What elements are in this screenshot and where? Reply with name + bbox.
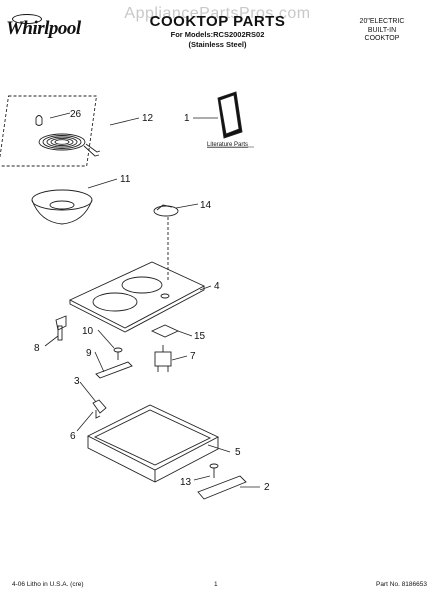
burner-box-icon bbox=[86, 404, 220, 483]
brand-logo-ring-icon bbox=[12, 14, 42, 24]
callout-1: 1 bbox=[184, 113, 190, 124]
callout-6: 6 bbox=[70, 431, 76, 442]
finish-line: (Stainless Steel) bbox=[188, 40, 247, 49]
product-type: 20"ELECTRIC BUILT-IN COOKTOP bbox=[337, 18, 427, 44]
models-line: For Models:RCS2002RS02 bbox=[170, 30, 265, 39]
brand-logo: Whirlpool bbox=[6, 18, 81, 39]
callout-8: 8 bbox=[34, 343, 40, 354]
drip-bowl-icon bbox=[31, 189, 93, 225]
screw-icon bbox=[113, 347, 123, 360]
element-group-box bbox=[0, 95, 98, 167]
callout-10: 10 bbox=[82, 326, 94, 337]
callout-2: 2 bbox=[264, 482, 270, 493]
callout-numbers: 26 12 1 11 14 4 10 15 8 9 7 3 6 5 13 2 L… bbox=[34, 109, 270, 493]
screw-13-icon bbox=[209, 463, 219, 478]
product-type-line-2: BUILT-IN bbox=[367, 26, 397, 34]
callout-9: 9 bbox=[86, 348, 92, 359]
literature-booklet-icon bbox=[217, 91, 243, 139]
callout-12: 12 bbox=[142, 113, 154, 124]
infinite-switch-icon bbox=[154, 345, 172, 372]
leader-lines bbox=[44, 112, 260, 488]
leveling-leg-icon bbox=[55, 315, 67, 341]
callout-4: 4 bbox=[214, 281, 220, 292]
control-knob-icon bbox=[153, 204, 179, 217]
literature-parts-label: Literature Parts bbox=[207, 142, 248, 148]
clip-icon bbox=[92, 399, 107, 419]
bracket-icon bbox=[95, 361, 133, 379]
cooktop-glass-icon bbox=[68, 261, 206, 333]
page-title: COOKTOP PARTS bbox=[149, 13, 286, 30]
surface-element-icon bbox=[38, 133, 101, 157]
callout-7: 7 bbox=[190, 351, 196, 362]
product-type-line-3: COOKTOP bbox=[364, 35, 400, 42]
mounting-bracket-icon bbox=[197, 475, 247, 500]
callout-5: 5 bbox=[235, 447, 241, 458]
callout-26: 26 bbox=[70, 109, 82, 120]
terminal-block-icon bbox=[150, 324, 180, 338]
watermark-text: AppliancePartsPros.com bbox=[124, 5, 311, 22]
footer-litho: 4-06 Litho in U.S.A. (cre) bbox=[12, 581, 84, 588]
callout-15: 15 bbox=[194, 331, 206, 342]
footer-page-number: 1 bbox=[214, 581, 218, 588]
product-type-line-1: 20"ELECTRIC bbox=[359, 18, 405, 25]
footer-part-number: Part No. 8186653 bbox=[376, 581, 427, 588]
callout-14: 14 bbox=[200, 200, 212, 211]
callout-13: 13 bbox=[180, 477, 192, 488]
callout-11: 11 bbox=[120, 174, 131, 185]
callout-3: 3 bbox=[74, 376, 80, 387]
terminal-part-icon bbox=[35, 115, 43, 126]
